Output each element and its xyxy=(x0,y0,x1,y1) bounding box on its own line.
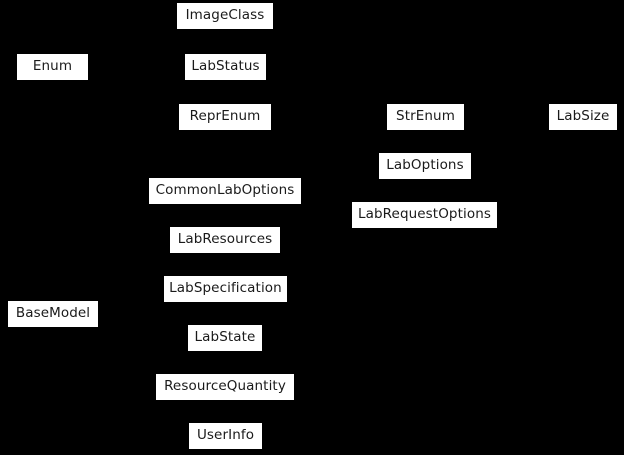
class-node-str-enum[interactable]: StrEnum xyxy=(386,103,465,131)
class-node-user-info[interactable]: UserInfo xyxy=(188,422,263,450)
class-node-image-class[interactable]: ImageClass xyxy=(176,2,274,30)
class-node-label: LabResources xyxy=(177,231,273,248)
edge-enum-to-repr-enum xyxy=(89,71,178,118)
class-node-label: Enum xyxy=(32,58,73,75)
edge-base-model-to-common-lab-options xyxy=(99,190,148,306)
class-node-resource-quantity[interactable]: ResourceQuantity xyxy=(155,373,295,401)
edge-base-model-to-lab-resources xyxy=(99,239,169,311)
class-node-label: ResourceQuantity xyxy=(164,378,286,395)
class-node-label: LabOptions xyxy=(386,157,464,174)
class-node-lab-status[interactable]: LabStatus xyxy=(184,53,267,81)
edge-str-enum-to-lab-size xyxy=(465,112,548,118)
class-node-base-model[interactable]: BaseModel xyxy=(7,300,99,328)
class-node-label: CommonLabOptions xyxy=(155,182,295,199)
class-node-lab-request-options[interactable]: LabRequestOptions xyxy=(351,201,498,229)
class-node-lab-resources[interactable]: LabResources xyxy=(169,226,281,254)
class-node-label: UserInfo xyxy=(196,427,255,444)
class-node-lab-state[interactable]: LabState xyxy=(187,324,263,352)
class-node-label: LabStatus xyxy=(191,58,260,75)
class-node-enum[interactable]: Enum xyxy=(16,53,89,81)
edge-common-lab-options-to-lab-request-options xyxy=(302,190,351,216)
edge-base-model-to-resource-quantity xyxy=(99,319,155,388)
class-node-label: ReprEnum xyxy=(189,108,261,125)
edge-base-model-to-lab-specification xyxy=(99,288,163,313)
class-node-repr-enum[interactable]: ReprEnum xyxy=(178,103,272,131)
class-node-lab-size[interactable]: LabSize xyxy=(548,103,618,131)
class-node-label: ImageClass xyxy=(185,7,265,24)
class-node-label: LabSize xyxy=(556,108,610,125)
class-node-lab-options[interactable]: LabOptions xyxy=(378,152,472,180)
edge-enum-to-image-class xyxy=(89,15,176,63)
class-node-label: BaseModel xyxy=(15,305,91,322)
class-node-label: LabSpecification xyxy=(169,280,282,297)
class-node-label: StrEnum xyxy=(396,108,455,125)
class-node-lab-specification[interactable]: LabSpecification xyxy=(163,275,288,303)
class-node-common-lab-options[interactable]: CommonLabOptions xyxy=(148,177,302,205)
class-node-label: LabRequestOptions xyxy=(358,206,491,223)
class-node-label: LabState xyxy=(194,329,256,346)
edge-base-model-to-lab-state xyxy=(99,315,187,339)
